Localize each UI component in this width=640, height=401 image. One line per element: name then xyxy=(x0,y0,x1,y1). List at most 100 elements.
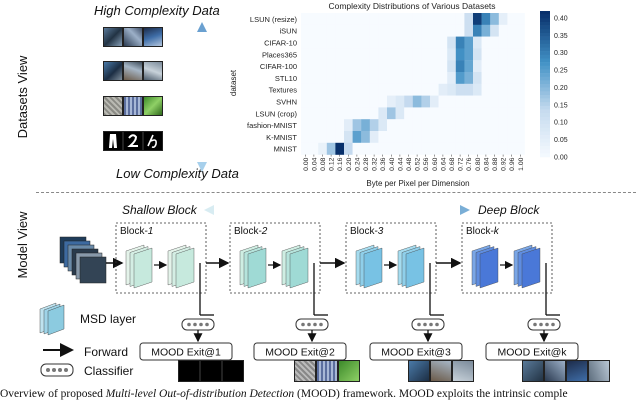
model-view-section: Model View Shallow Block Deep Block xyxy=(0,195,640,401)
heatmap-cell xyxy=(473,60,482,73)
heatmap-cell xyxy=(447,72,456,84)
heatmap-cell xyxy=(344,36,353,49)
heatmap-row-label: STL10 xyxy=(275,74,297,83)
colorbar-tick-label: 0.25 xyxy=(554,68,568,75)
heatmap-cell xyxy=(344,72,353,84)
colorbar-segment xyxy=(540,69,550,74)
colorbar-segment xyxy=(540,109,550,114)
heatmap-x-tick-label: 0.48 xyxy=(406,157,413,170)
heatmap-cell xyxy=(361,131,370,143)
thumbnail-texture-3 xyxy=(143,96,163,116)
heatmap-cell xyxy=(344,142,353,155)
heatmap-cell xyxy=(378,13,388,25)
heatmap-cell xyxy=(455,60,465,73)
heatmap-cell xyxy=(455,48,465,61)
heatmap-cell xyxy=(481,83,491,96)
heatmap-cell xyxy=(490,142,499,155)
heatmap-cell xyxy=(412,48,422,61)
legend-forward-label: Forward xyxy=(84,345,129,359)
heatmap-cell xyxy=(421,48,431,61)
heatmap-cell xyxy=(430,48,439,61)
heatmap-cell xyxy=(361,142,370,155)
colorbar-tick-label: 0.20 xyxy=(554,85,568,92)
heatmap-cell xyxy=(464,107,474,120)
section-divider xyxy=(36,192,636,193)
heatmap-cell xyxy=(404,24,413,37)
figure-caption: Overview of proposed Multi-level Out-of-… xyxy=(0,388,568,400)
colorbar-segment xyxy=(540,135,550,140)
heatmap-cell xyxy=(395,142,405,155)
svg-text:Model View: Model View xyxy=(15,211,30,279)
heatmap-cell xyxy=(326,72,336,84)
colorbar-segment xyxy=(540,98,550,103)
heatmap-cell xyxy=(473,13,482,25)
heatmap-cell xyxy=(318,95,327,108)
heatmap-cell xyxy=(369,72,379,84)
heatmap-cell xyxy=(335,83,345,96)
heatmap-cell xyxy=(387,60,396,73)
heatmap-cell xyxy=(395,60,405,73)
heatmap-cell xyxy=(447,13,456,25)
heatmap-cell xyxy=(490,13,499,25)
heatmap-x-tick-label: 0.08 xyxy=(320,157,327,170)
colorbar-segment xyxy=(540,36,550,41)
colorbar-segment xyxy=(540,124,550,129)
heatmap-cell xyxy=(516,119,525,132)
colorbar-segment xyxy=(540,32,550,37)
heatmap-cell xyxy=(498,83,508,96)
heatmap-cell xyxy=(438,60,448,73)
colorbar-segment xyxy=(540,116,550,121)
heatmap-cell xyxy=(464,119,474,132)
heatmap-cell xyxy=(361,72,370,84)
colorbar-segment xyxy=(540,62,550,67)
heatmap-x-tick-label: 0.36 xyxy=(380,157,387,170)
heatmap-cell xyxy=(378,119,388,132)
heatmap-cell xyxy=(335,72,345,84)
heatmap-cell xyxy=(490,48,499,61)
heatmap-row-label: LSUN (resize) xyxy=(250,15,298,24)
heatmap-cell xyxy=(498,95,508,108)
heatmap-cell xyxy=(447,48,456,61)
heatmap-cell xyxy=(378,131,388,143)
heatmap-cell xyxy=(447,83,456,96)
heatmap-cell xyxy=(507,24,517,37)
high-complexity-label: High Complexity Data xyxy=(94,3,220,18)
heatmap-cell xyxy=(335,60,345,73)
heatmap-cell xyxy=(404,83,413,96)
heatmap-cell xyxy=(301,131,310,143)
heatmap-x-tick-label: 0.96 xyxy=(509,157,516,170)
colorbar-segment xyxy=(540,73,550,77)
heatmap-cell xyxy=(309,24,319,37)
heatmap-cell xyxy=(430,131,439,143)
colorbar-segment xyxy=(540,47,550,52)
colorbar-segment xyxy=(540,40,550,45)
heatmap-cell xyxy=(318,24,327,37)
msd-layer xyxy=(363,247,383,289)
heatmap-x-tick-label: 0.00 xyxy=(303,157,310,170)
msd-layer xyxy=(405,247,425,289)
heatmap-x-tick-label: 0.68 xyxy=(449,157,456,170)
heatmap-cell xyxy=(464,142,474,155)
msd-layer xyxy=(133,247,153,289)
heatmap-cell xyxy=(301,119,310,132)
colorbar-tick-label: 0.40 xyxy=(554,15,568,22)
heatmap-cell xyxy=(369,107,379,120)
heatmap-cell xyxy=(369,95,379,108)
heatmap-cell xyxy=(430,36,439,49)
heatmap-cell xyxy=(438,83,448,96)
heatmap-cell xyxy=(473,142,482,155)
shallow-block-label: Shallow Block xyxy=(122,203,197,217)
heatmap-cell xyxy=(352,142,362,155)
heatmap-cell xyxy=(516,48,525,61)
colorbar-segment xyxy=(540,102,550,107)
heatmap-cell xyxy=(387,131,396,143)
heatmap-cell xyxy=(412,72,422,84)
heatmap-cell xyxy=(481,48,491,61)
heatmap-cell xyxy=(421,36,431,49)
heatmap-cell xyxy=(421,142,431,155)
heatmap-cell xyxy=(326,13,336,25)
heatmap-cell xyxy=(404,95,413,108)
legend-classifier-label: Classifier xyxy=(84,364,134,378)
heatmap-cell xyxy=(318,83,327,96)
colorbar-segment xyxy=(540,91,550,96)
